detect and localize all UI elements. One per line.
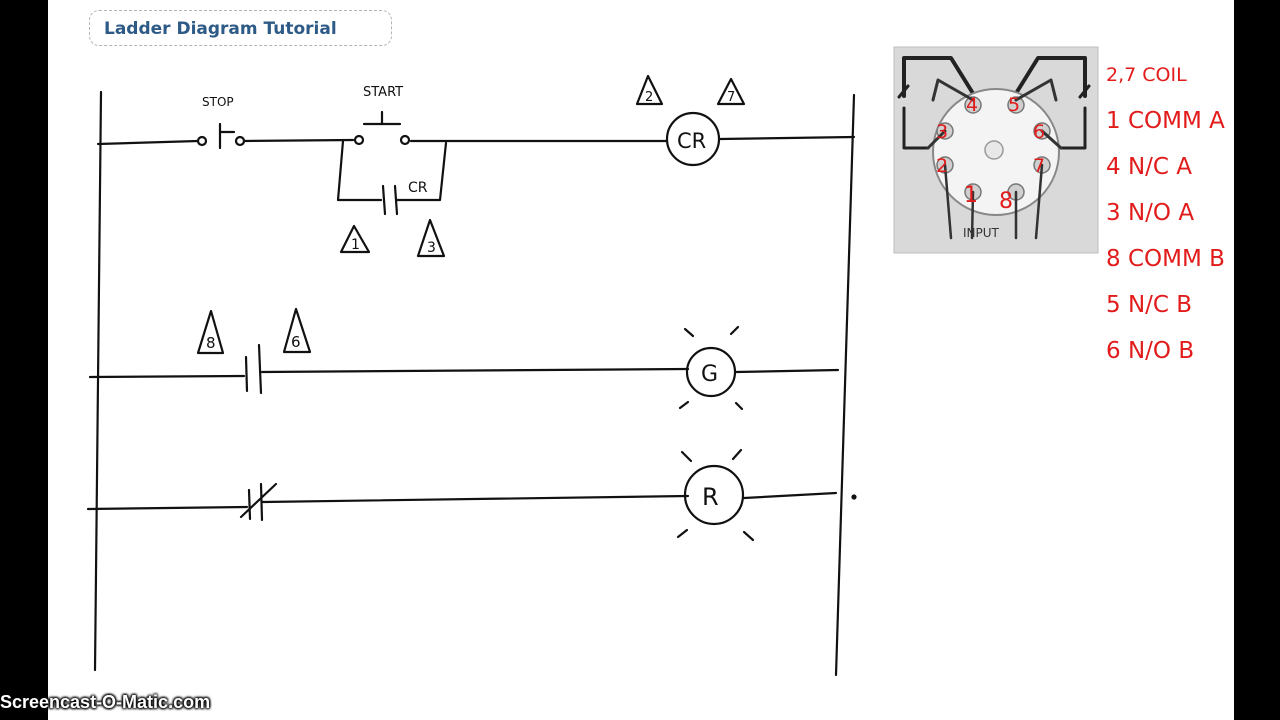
svg-text:1: 1 (351, 237, 360, 253)
rung2-wire-right (734, 368, 840, 374)
left-power-rail (93, 90, 103, 672)
seal-tag-3: 3 (416, 218, 446, 258)
start-pushbutton (353, 110, 411, 146)
red-lamp: R (676, 448, 755, 542)
pin-label-1: 1 (964, 183, 978, 208)
whiteboard-canvas: Ladder Diagram Tutorial STOP START (48, 0, 1234, 720)
rung2-wire-left (88, 374, 246, 379)
coil-tag-7: 7 (716, 77, 746, 106)
relay-input-label: INPUT (963, 226, 1000, 240)
legend-item-comm-a: 1 COMM A (1106, 108, 1225, 134)
legend-item-nc-a: 4 N/C A (1106, 154, 1193, 180)
svg-text:G: G (701, 362, 718, 387)
stop-pushbutton (196, 122, 246, 150)
pin-label-6: 6 (1033, 121, 1045, 143)
rung3-wire-to-lamp (261, 494, 690, 504)
ladder-diagram: STOP START CR 1 3 CR (86, 46, 1099, 677)
coil-tag-2: 2 (635, 74, 664, 106)
legend-item-no-a: 3 N/O A (1106, 200, 1195, 226)
svg-text:3: 3 (427, 240, 436, 256)
rung1-wire-left (96, 139, 200, 146)
pin-legend: 2,7 COIL 1 COMM A 4 N/C A 3 N/O A 8 COMM… (1106, 52, 1230, 374)
legend-item-no-b: 6 N/O B (1106, 338, 1195, 364)
legend-item-coil: 2,7 COIL (1106, 64, 1187, 86)
rung1-wire-right (718, 135, 856, 141)
rung2-contact (244, 343, 263, 395)
svg-text:CR: CR (677, 129, 706, 153)
rung3-wire-right (742, 491, 838, 500)
svg-text:8: 8 (206, 334, 216, 352)
cr-coil: CR (665, 111, 721, 167)
pin-label-2: 2 (936, 155, 948, 177)
pin-label-7: 7 (1033, 155, 1045, 177)
seal-tag-1: 1 (339, 224, 371, 254)
stop-label: STOP (202, 95, 234, 109)
svg-text:6: 6 (291, 333, 301, 351)
svg-text:2: 2 (645, 90, 653, 105)
start-label: START (363, 85, 403, 100)
rung2-tag-6: 6 (282, 307, 312, 354)
title-box: Ladder Diagram Tutorial (89, 10, 392, 46)
green-lamp: G (678, 325, 744, 411)
rung2-tag-8: 8 (196, 309, 225, 355)
rung3-end-dot (851, 494, 857, 500)
rung1-wire-mid (242, 138, 355, 143)
legend-item-nc-b: 5 N/C B (1106, 292, 1193, 318)
rung3-wire-left (86, 505, 249, 511)
pin-label-5: 5 (1008, 94, 1020, 116)
rung3-nc-contact (239, 482, 278, 522)
seal-branch (336, 139, 448, 202)
seal-contact-label: CR (408, 180, 428, 196)
right-power-rail (834, 93, 856, 677)
relay-base-image: INPUT 4 5 3 6 2 7 1 8 (893, 46, 1099, 254)
page-title: Ladder Diagram Tutorial (104, 19, 337, 39)
rung2-wire-to-lamp (260, 367, 690, 374)
pin-label-4: 4 (966, 94, 978, 116)
pin-label-8: 8 (999, 189, 1013, 214)
watermark: Screencast-O-Matic.com (0, 692, 211, 712)
svg-text:7: 7 (727, 90, 735, 105)
legend-item-comm-b: 8 COMM B (1106, 246, 1225, 272)
pin-label-3: 3 (936, 121, 948, 143)
seal-in-contact (381, 184, 399, 216)
svg-text:R: R (702, 483, 719, 511)
